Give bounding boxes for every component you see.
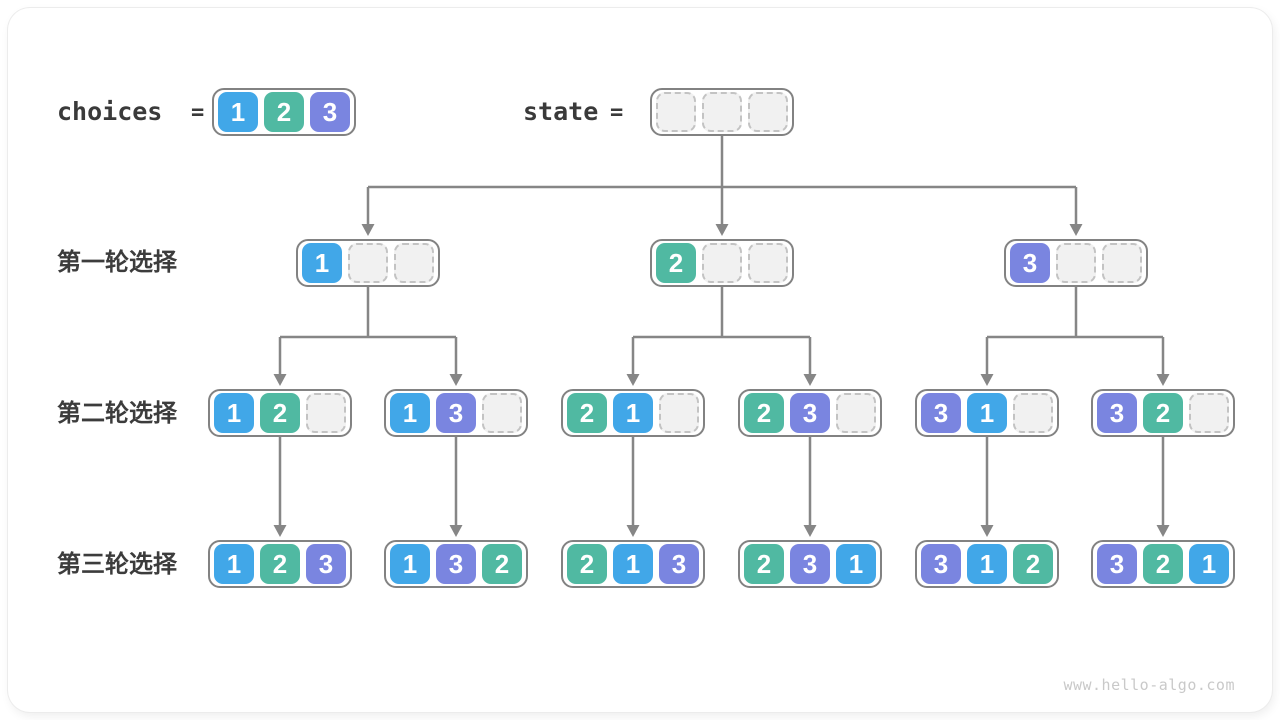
state-node-box: 1	[296, 239, 440, 287]
value-cell: 2	[260, 544, 300, 584]
value-cell: 2	[482, 544, 522, 584]
empty-slot-cell	[702, 243, 742, 283]
value-cell: 1	[967, 544, 1007, 584]
value-cell: 3	[436, 544, 476, 584]
value-cell: 3	[790, 544, 830, 584]
value-cell: 1	[613, 544, 653, 584]
value-cell: 2	[567, 544, 607, 584]
empty-slot-cell	[748, 243, 788, 283]
value-cell: 1	[214, 393, 254, 433]
empty-slot-cell	[836, 393, 876, 433]
value-cell: 1	[1189, 544, 1229, 584]
state-label: state	[523, 97, 599, 126]
value-cell: 3	[921, 393, 961, 433]
value-cell: 3	[310, 92, 350, 132]
watermark-url: www.hello-algo.com	[1063, 676, 1235, 694]
empty-slot-cell	[656, 92, 696, 132]
round-1-label: 第一轮选择	[57, 249, 177, 276]
empty-slot-cell	[1056, 243, 1096, 283]
value-cell: 1	[390, 393, 430, 433]
choices-label: choices	[57, 97, 163, 126]
state-array-box	[650, 88, 794, 136]
value-cell: 2	[744, 393, 784, 433]
value-cell: 1	[218, 92, 258, 132]
value-cell: 3	[436, 393, 476, 433]
value-cell: 1	[390, 544, 430, 584]
value-cell: 1	[214, 544, 254, 584]
value-cell: 1	[302, 243, 342, 283]
empty-slot-cell	[659, 393, 699, 433]
empty-slot-cell	[748, 92, 788, 132]
empty-slot-cell	[306, 393, 346, 433]
value-cell: 1	[613, 393, 653, 433]
value-cell: 3	[306, 544, 346, 584]
state-node-box: 2	[650, 239, 794, 287]
state-equals-sign: =	[610, 100, 624, 125]
value-cell: 2	[260, 393, 300, 433]
value-cell: 3	[659, 544, 699, 584]
value-cell: 3	[1097, 544, 1137, 584]
value-cell: 2	[264, 92, 304, 132]
choices-equals-sign: =	[191, 100, 205, 125]
value-cell: 3	[790, 393, 830, 433]
empty-slot-cell	[1102, 243, 1142, 283]
value-cell: 3	[921, 544, 961, 584]
value-cell: 2	[1013, 544, 1053, 584]
value-cell: 2	[567, 393, 607, 433]
state-node-box: 3	[1004, 239, 1148, 287]
value-cell: 2	[744, 544, 784, 584]
value-cell: 2	[1143, 393, 1183, 433]
round-3-label: 第三轮选择	[57, 551, 177, 578]
round-2-label: 第二轮选择	[57, 400, 177, 427]
empty-slot-cell	[702, 92, 742, 132]
empty-slot-cell	[1013, 393, 1053, 433]
value-cell: 3	[1010, 243, 1050, 283]
value-cell: 1	[967, 393, 1007, 433]
empty-slot-cell	[348, 243, 388, 283]
value-cell: 3	[1097, 393, 1137, 433]
empty-slot-cell	[482, 393, 522, 433]
value-cell: 1	[836, 544, 876, 584]
value-cell: 2	[1143, 544, 1183, 584]
value-cell: 2	[656, 243, 696, 283]
empty-slot-cell	[1189, 393, 1229, 433]
empty-slot-cell	[394, 243, 434, 283]
